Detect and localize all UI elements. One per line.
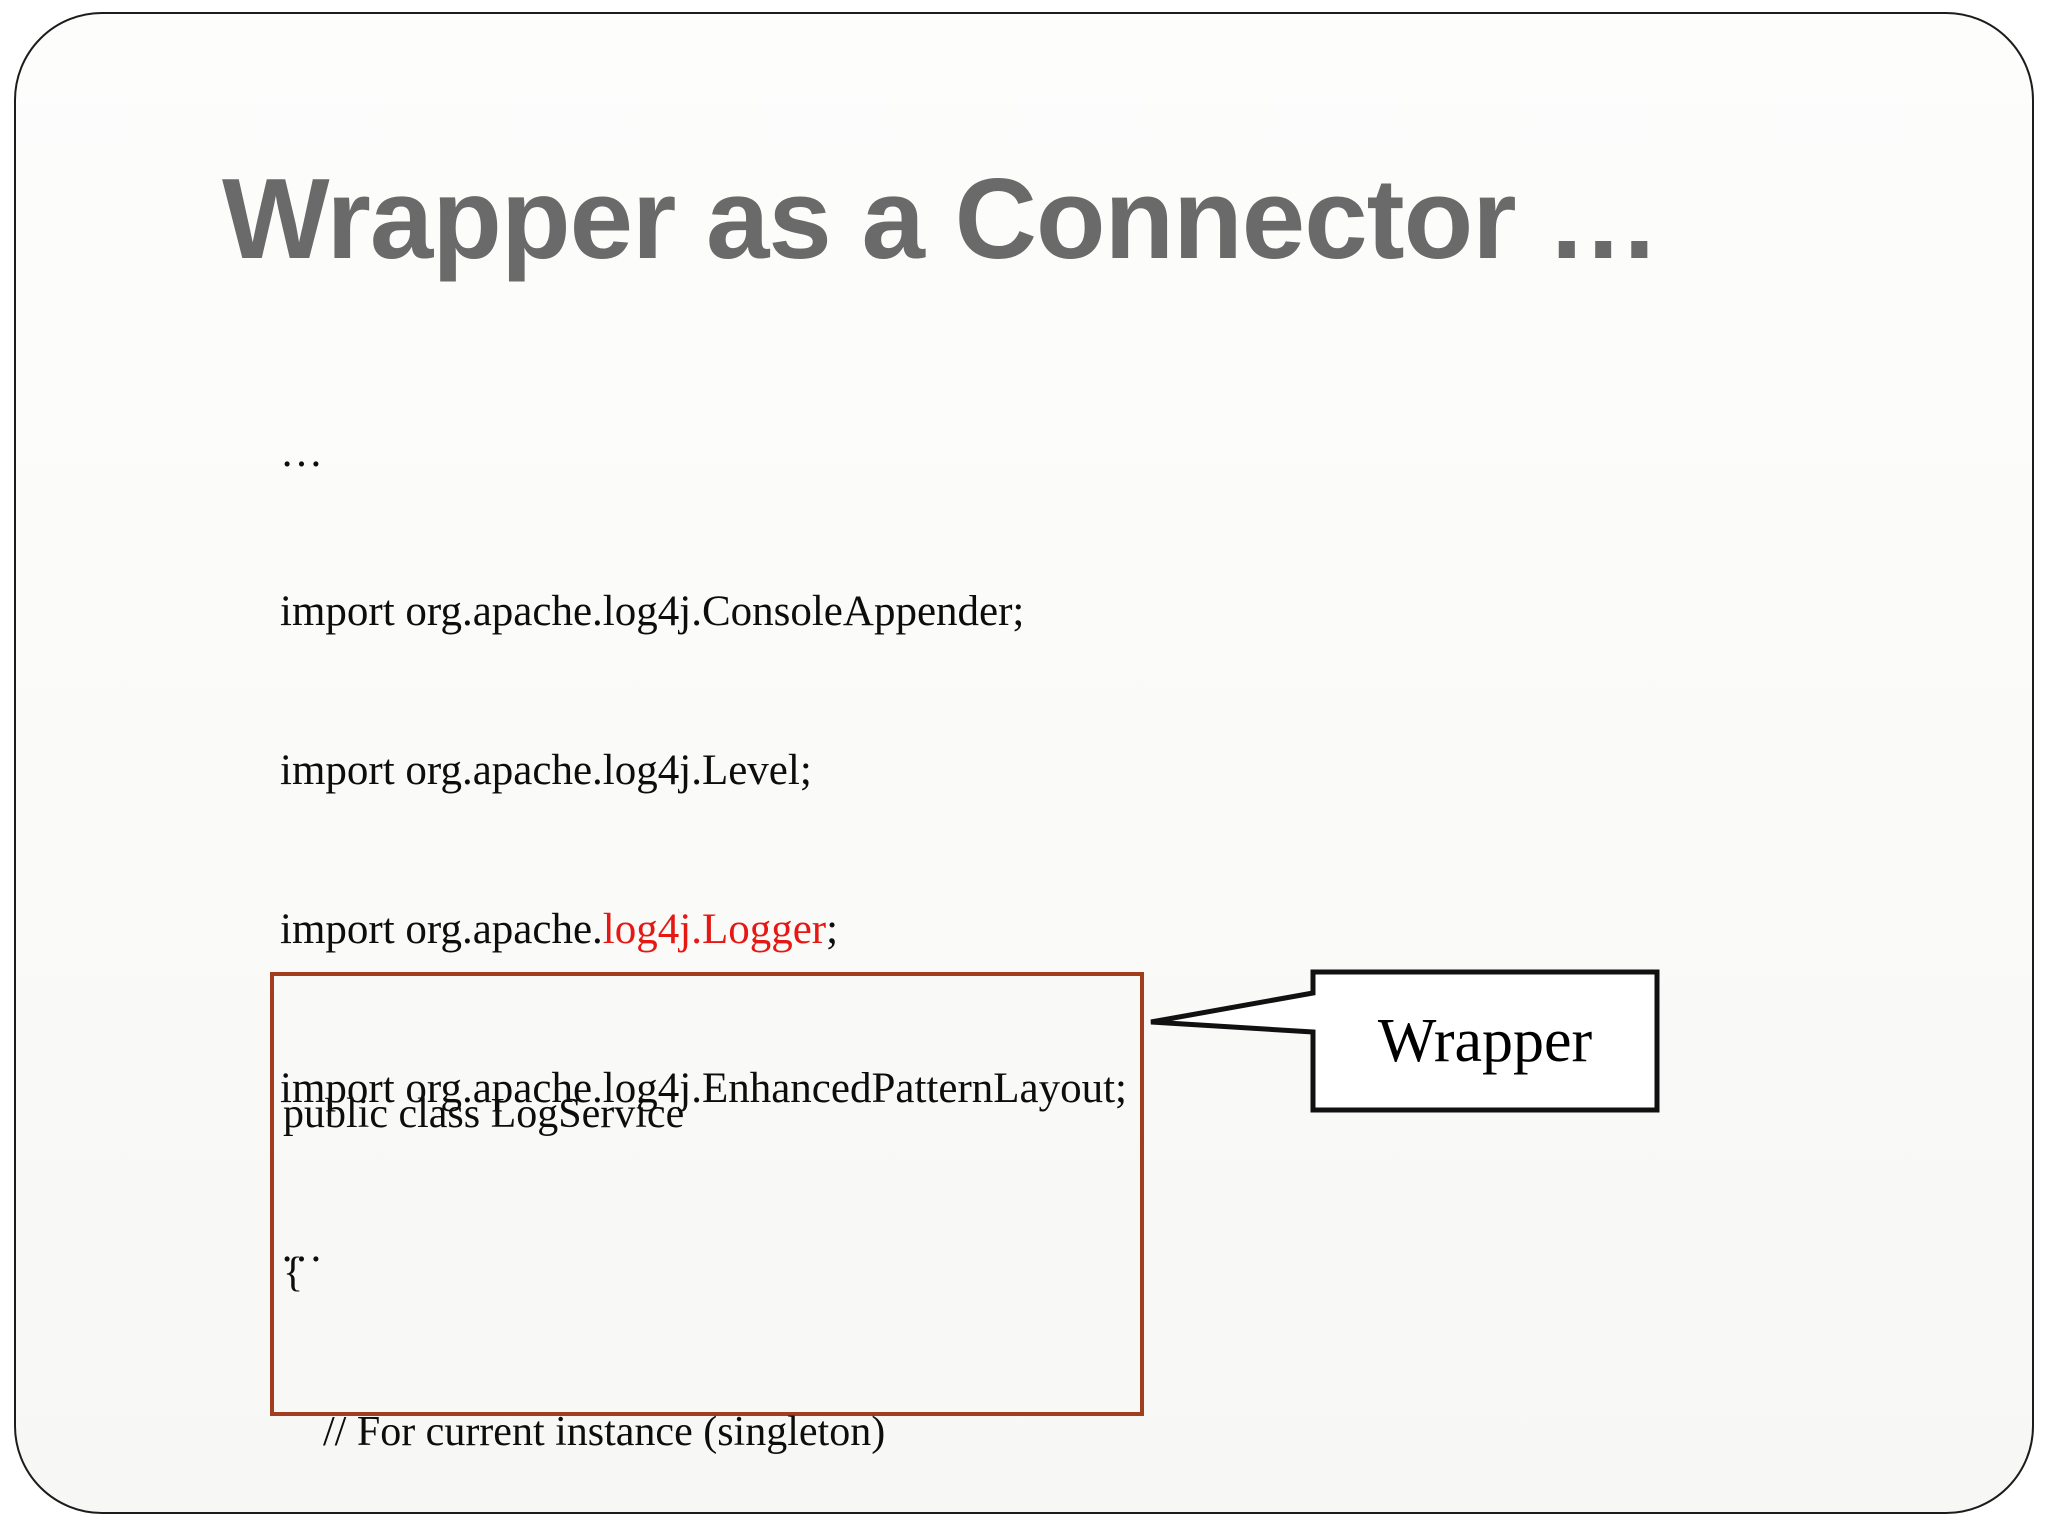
code-line-import-patternlayout: import org.apache.log4j.EnhancedPatternL…	[280, 1065, 1128, 1112]
code-line-import-consoleappender: import org.apache.log4j.ConsoleAppender;	[280, 588, 1025, 635]
import-logger-semicolon: ;	[826, 906, 839, 953]
slide-title: Wrapper as a Connector …	[222, 156, 1660, 283]
code-line-ellipsis-mid: …	[280, 1224, 323, 1271]
box-line-open-brace: {	[283, 1250, 304, 1296]
code-line-import-level: import org.apache.log4j.Level;	[280, 747, 812, 794]
box-line-comment-instance: // For current instance (singleton)	[323, 1409, 886, 1455]
import-logger-highlight: log4j.Logger	[602, 906, 827, 953]
wrapper-callout-label: Wrapper	[1377, 1006, 1593, 1075]
logservice-class-code-box: public class LogService { // For current…	[270, 972, 1144, 1455]
slide-frame	[14, 12, 2034, 1514]
import-and-comment-code-block: … import org.apache.log4j.ConsoleAppende…	[280, 320, 1669, 1536]
code-line-import-logger: import org.apache.log4j.Logger;	[280, 903, 1669, 956]
code-line-ellipsis-top: …	[280, 429, 323, 476]
import-logger-prefix: import org.apache.	[280, 906, 603, 953]
box-line-class-decl: public class LogService	[283, 1091, 685, 1137]
